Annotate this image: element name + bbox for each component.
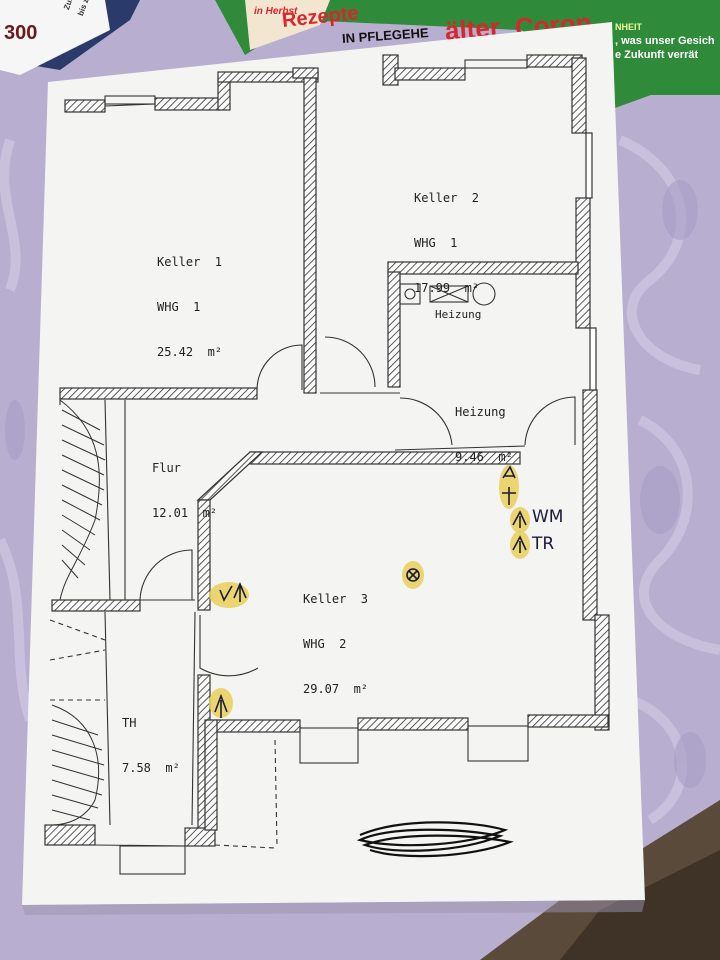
room-keller1-area: 25.42 m²: [157, 345, 223, 359]
room-keller1-unit: WHG 1: [157, 300, 201, 314]
room-keller2-name: Keller 2: [414, 191, 480, 205]
room-th: TH 7.58 m²: [122, 686, 180, 791]
room-keller3-name: Keller 3: [303, 592, 369, 606]
magazine-right-line-3: e Zukunft verrät: [615, 49, 699, 61]
room-flur: Flur 12.01 m²: [152, 431, 217, 536]
room-th-area: 7.58 m²: [122, 761, 180, 775]
room-keller2: Keller 2 WHG 1 17.99 m²: [414, 161, 479, 311]
room-keller1: Keller 1 WHG 1 25.42 m²: [157, 225, 222, 375]
handwritten-tr: TR: [532, 534, 555, 554]
room-heizung-name: Heizung: [455, 405, 506, 419]
staircase: [51, 399, 106, 826]
room-flur-name: Flur: [152, 461, 181, 475]
room-flur-area: 12.01 m²: [152, 506, 218, 520]
floor-plan-walls: [44, 54, 610, 847]
magazine-right-line-1: NHEIT: [615, 22, 642, 32]
magazine-badge: in Herbst: [254, 6, 298, 17]
room-keller1-name: Keller 1: [157, 255, 223, 269]
room-keller3-unit: WHG 2: [303, 637, 347, 651]
room-heizung-area: 9.46 m²: [455, 450, 513, 464]
room-keller2-unit: WHG 1: [414, 236, 458, 250]
room-keller3: Keller 3 WHG 2 29.07 m²: [303, 562, 368, 712]
room-heizung-box-label: Heizung: [435, 308, 482, 321]
room-heizung: Heizung 9.46 m²: [455, 375, 513, 480]
room-keller2-area: 17.99 m²: [414, 281, 480, 295]
handwritten-wm: WM: [532, 507, 564, 527]
magazine-right-line-2: , was unser Gesich: [615, 35, 715, 47]
floor-plan-lines: [49, 59, 576, 875]
scribble-redaction: [356, 821, 514, 858]
room-th-name: TH: [122, 716, 137, 730]
room-keller3-area: 29.07 m²: [303, 682, 369, 696]
magazine-price: 300: [4, 22, 38, 44]
electrical-marks: [209, 465, 530, 718]
